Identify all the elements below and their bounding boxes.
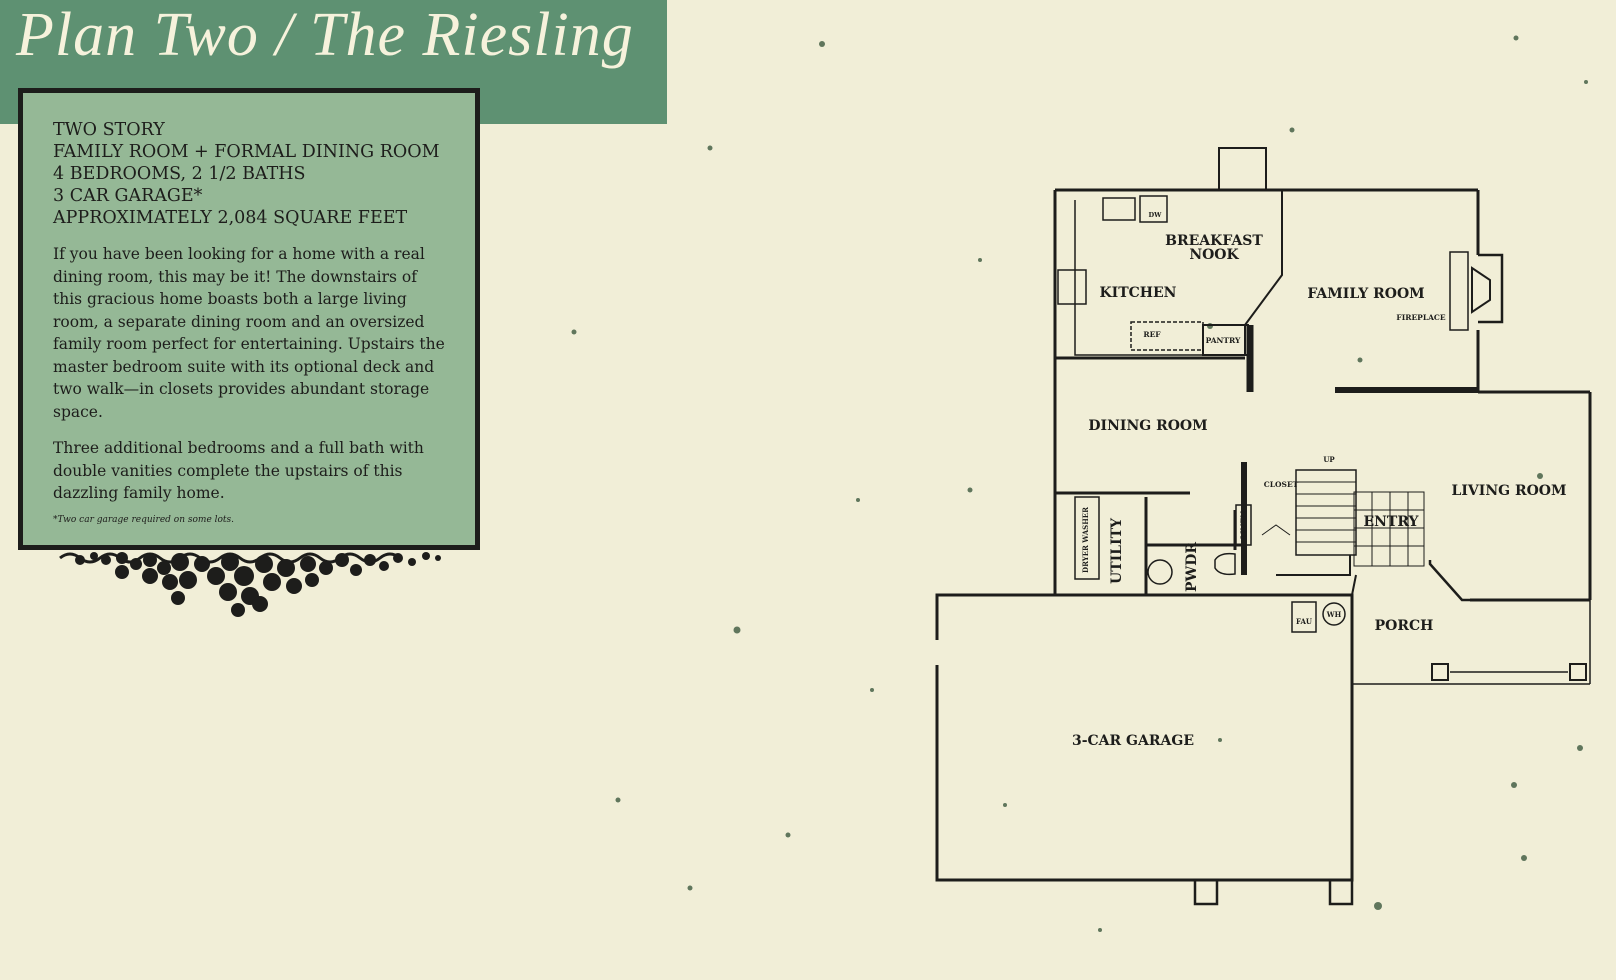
plan-title: Plan Two / The Riesling	[16, 1, 634, 69]
label-closet: CLOSET	[1264, 480, 1299, 489]
label-dishwasher: DW	[1149, 211, 1163, 219]
label-nook: NOOK	[1189, 247, 1239, 263]
spec-garage: 3 CAR GARAGE*	[53, 186, 203, 206]
description-paragraph-1: If you have been looking for a home with…	[53, 245, 445, 421]
grape-cluster-ornament	[59, 552, 441, 617]
label-fireplace: FIREPLACE	[1396, 313, 1445, 322]
label-furnace: FAU	[1296, 617, 1312, 626]
label-utility: UTILITY	[1109, 517, 1125, 584]
label-family-room: FAMILY ROOM	[1307, 286, 1424, 302]
label-pantry: PANTRY	[1206, 336, 1241, 345]
label-entry: ENTRY	[1363, 514, 1419, 530]
walls	[934, 147, 1592, 906]
spec-square-feet: APPROXIMATELY 2,084 SQUARE FEET	[53, 208, 408, 228]
label-water-heater: WH	[1326, 610, 1342, 619]
room-labels: BREAKFAST NOOK KITCHEN FAMILY ROOM FIREP…	[1072, 211, 1566, 749]
label-dining-room: DINING ROOM	[1088, 418, 1207, 434]
plan-info-box: TWO STORY FAMILY ROOM + FORMAL DINING RO…	[18, 88, 480, 550]
spec-rooms: FAMILY ROOM + FORMAL DINING ROOM	[53, 142, 440, 162]
paper-speckles	[571, 35, 1588, 932]
label-living-room: LIVING ROOM	[1452, 483, 1567, 499]
label-linen: LINEN	[1239, 511, 1248, 539]
label-breakfast: BREAKFAST	[1165, 233, 1263, 249]
garage-footnote: *Two car garage required on some lots.	[53, 515, 235, 525]
description-paragraph-2: Three additional bedrooms and a full bat…	[53, 439, 424, 502]
spec-stories: TWO STORY	[53, 120, 165, 140]
label-kitchen: KITCHEN	[1100, 285, 1177, 301]
label-powder-room: PWDR	[1184, 542, 1200, 592]
label-garage: 3-CAR GARAGE	[1072, 733, 1194, 749]
label-dryer-washer: DRYER WASHER	[1081, 507, 1090, 573]
label-porch: PORCH	[1375, 618, 1434, 634]
label-stair-up: UP	[1323, 455, 1335, 464]
spec-bedrooms: 4 BEDROOMS, 2 1/2 BATHS	[53, 164, 306, 184]
label-ref: REF	[1143, 330, 1161, 339]
